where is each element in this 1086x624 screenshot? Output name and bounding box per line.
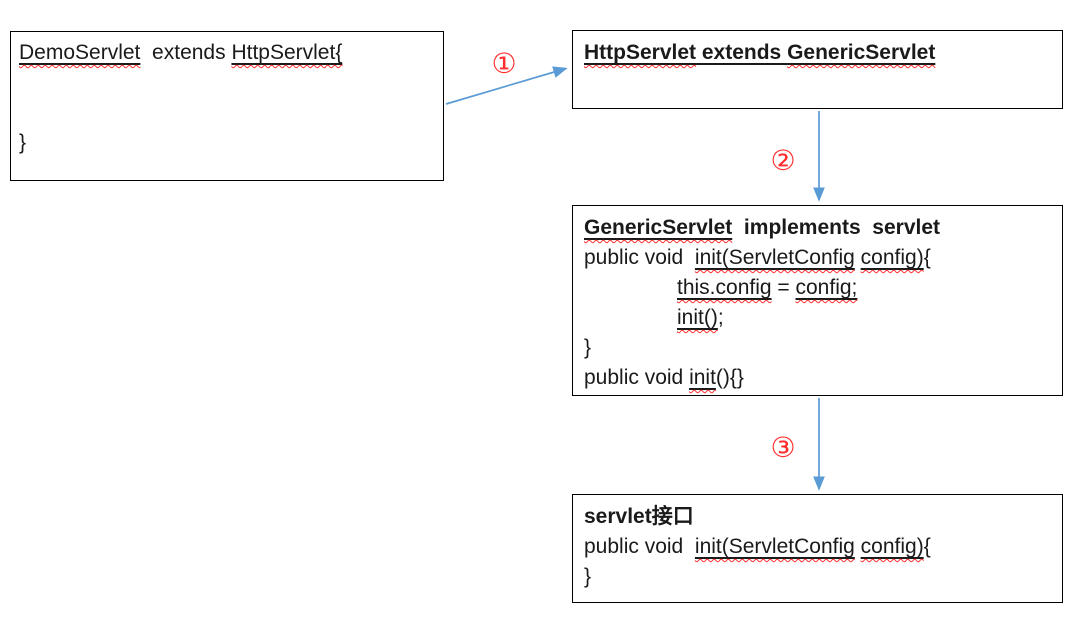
code-line bbox=[19, 68, 435, 98]
code-segment: GenericServlet bbox=[787, 41, 935, 64]
code-line: GenericServlet implements servlet bbox=[584, 213, 1051, 243]
code-segment: init(ServletConfig bbox=[695, 535, 855, 558]
circled-number-3: ③ bbox=[770, 431, 796, 464]
code-segment: { bbox=[923, 246, 931, 269]
code-segment: init() bbox=[677, 306, 718, 329]
code-segment: } bbox=[19, 131, 27, 154]
code-line: init(); bbox=[584, 303, 1051, 333]
misspelling-squiggle: GenericServlet bbox=[584, 216, 733, 239]
code-segment: DemoServlet bbox=[19, 41, 140, 64]
code-segment: { bbox=[923, 535, 931, 558]
code-segment: (){} bbox=[715, 366, 744, 389]
misspelling-squiggle: HttpServlet bbox=[584, 41, 697, 64]
code-segment: } bbox=[584, 565, 592, 588]
code-segment: HttpServlet bbox=[584, 41, 696, 64]
code-segment: init bbox=[689, 366, 716, 389]
misspelling-squiggle: config) bbox=[860, 535, 924, 558]
servlet-interface-box: servlet接口 public void init(ServletConfig … bbox=[572, 494, 1063, 603]
misspelling-squiggle: init(ServletConfig bbox=[694, 535, 855, 558]
code-line: this.config = config; bbox=[584, 273, 1051, 303]
code-line: } bbox=[584, 333, 1051, 363]
code-segment: implements servlet bbox=[732, 216, 941, 239]
code-segment: public void bbox=[584, 535, 695, 558]
code-segment: HttpServlet{ bbox=[231, 41, 342, 64]
code-segment: init(ServletConfig bbox=[695, 246, 855, 269]
misspelling-squiggle: GenericServlet bbox=[787, 41, 936, 64]
code-segment: GenericServlet bbox=[584, 216, 732, 239]
code-segment: public void bbox=[584, 366, 690, 389]
misspelling-squiggle: init() bbox=[677, 306, 718, 329]
circled-number-1: ① bbox=[491, 47, 517, 80]
code-segment: this.config bbox=[677, 276, 772, 299]
misspelling-squiggle: HttpServlet{ bbox=[231, 41, 343, 64]
code-segment: extends bbox=[140, 41, 232, 64]
code-segment: = bbox=[771, 276, 796, 299]
http-servlet-box: HttpServlet extends GenericServlet bbox=[572, 30, 1063, 109]
circled-number-2: ② bbox=[770, 144, 796, 177]
code-line: } bbox=[584, 562, 1051, 592]
code-line: servlet接口 bbox=[584, 502, 1051, 532]
code-segment: ; bbox=[717, 306, 724, 329]
misspelling-squiggle: init(ServletConfig bbox=[694, 246, 855, 269]
misspelling-squiggle: DemoServlet bbox=[19, 41, 141, 64]
code-segment: public void bbox=[584, 246, 695, 269]
code-line: public void init(ServletConfig config){ bbox=[584, 243, 1051, 273]
code-line bbox=[19, 98, 435, 128]
code-line: } bbox=[19, 128, 435, 158]
code-segment: config; bbox=[796, 276, 858, 299]
misspelling-squiggle: this.config bbox=[677, 276, 772, 299]
code-segment: extends bbox=[696, 41, 788, 64]
code-line: DemoServlet extends HttpServlet{ bbox=[19, 38, 435, 68]
code-segment: servlet接口 bbox=[584, 505, 694, 528]
code-segment: } bbox=[584, 336, 592, 359]
code-line: HttpServlet extends GenericServlet bbox=[584, 38, 1051, 68]
demo-servlet-box: DemoServlet extends HttpServlet{} bbox=[10, 31, 444, 181]
misspelling-squiggle: config) bbox=[860, 246, 924, 269]
misspelling-squiggle: init bbox=[689, 366, 716, 389]
misspelling-squiggle: config; bbox=[795, 276, 858, 299]
code-segment: config) bbox=[861, 535, 924, 558]
code-line: public void init(){} bbox=[584, 363, 1051, 393]
code-segment: config) bbox=[861, 246, 924, 269]
code-line: public void init(ServletConfig config){ bbox=[584, 532, 1051, 562]
